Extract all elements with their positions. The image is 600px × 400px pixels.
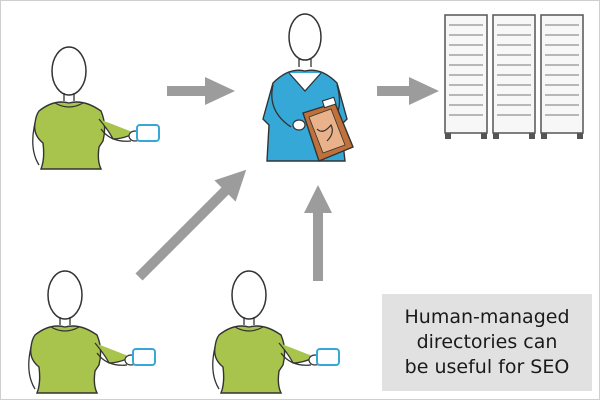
arrows	[135, 77, 439, 281]
caption-line-2: directories can	[416, 331, 558, 353]
arrow-editor-to-servers	[377, 77, 439, 105]
clipboard-icon	[292, 96, 354, 162]
arrow-top-submitter-to-editor	[167, 77, 235, 105]
submitter-person-bottom-left	[27, 270, 156, 394]
server-racks-icon	[444, 14, 584, 139]
caption-line-3: be useful for SEO	[404, 356, 570, 378]
arrow-bottom-middle-to-editor	[304, 185, 332, 281]
submitter-person-top	[31, 46, 160, 170]
caption-box: Human-managed directories can be useful …	[382, 294, 592, 391]
caption-line-1: Human-managed	[404, 306, 570, 328]
arrow-bottom-left-to-editor	[135, 169, 247, 281]
submitter-person-bottom-middle	[211, 270, 340, 394]
